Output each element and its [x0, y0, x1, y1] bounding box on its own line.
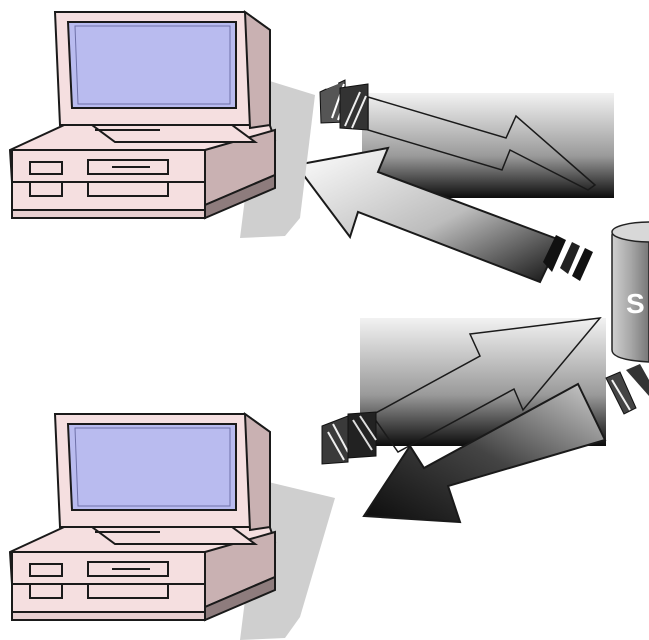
request-arrow-icon	[319, 79, 614, 198]
desktop-computer-icon	[8, 411, 335, 640]
server-label: S	[626, 288, 645, 319]
desktop-computer-icon	[8, 9, 315, 238]
database-server-icon: S	[611, 221, 649, 363]
response-arrow-icon	[294, 146, 593, 284]
response-arrow-icon	[362, 364, 649, 524]
